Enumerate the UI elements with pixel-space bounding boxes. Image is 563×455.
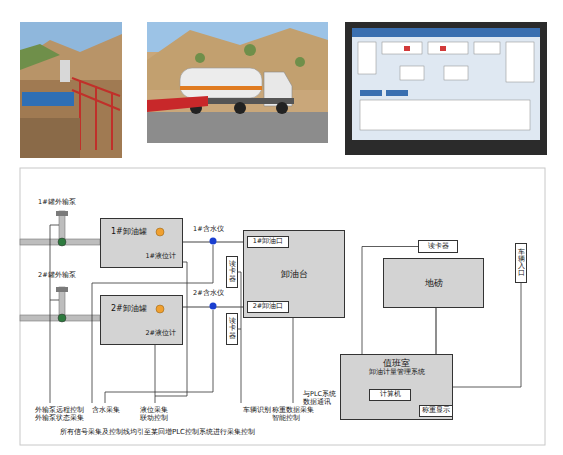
photo-frame [20,22,122,158]
node-box: 计算机 [369,389,411,401]
node-box: 1#卸油口 [247,236,289,248]
tree [295,57,305,67]
truck-stripe [180,86,262,90]
annotation-label: 1#含水仪 [193,226,224,234]
water-meter [210,238,217,245]
node-title: 读卡器 [229,261,236,282]
screen [352,28,540,140]
node-title: 1#卸油罐 [111,227,147,236]
node-subtitle: 2#液位计 [145,330,176,337]
post-box [60,60,70,82]
annotation-label: 2#含水仪 [193,290,224,298]
pump-head [56,287,68,292]
reader-box: 读卡器 [226,313,238,345]
pipe [20,239,100,245]
node-box: 2#卸油口 [247,301,289,313]
truck-tank [180,68,262,98]
screen-bar [352,28,540,37]
annotation-label: 2#罐外输泵 [38,272,76,280]
annotation-label: 1#罐外输泵 [38,199,76,207]
blue-structure [22,92,74,106]
pump-head [56,211,68,216]
node-box: 2#卸油罐 2#液位计 [100,295,183,345]
node-title: 车辆入口 [518,249,525,278]
node-title: 1#卸油口 [253,238,284,245]
node-title: 读卡器 [428,243,449,250]
screen-button [360,90,382,96]
annotation-label: 含水采集 [92,407,120,415]
water-meter [210,303,217,310]
valve-symbol [58,314,66,322]
road [147,112,328,143]
connector [183,306,247,307]
node-title: 读卡器 [229,318,236,339]
screen-panel [444,66,468,80]
annotation-label: 液位采集 联动控制 [140,407,170,423]
level-gauge [156,228,164,236]
pipe [20,315,100,321]
screen-panel [400,66,424,80]
reader-box: 读卡器 [226,256,238,288]
node-box: 值班室卸油计量管理系统计算机称重显示 [340,354,453,420]
node-title: 2#卸油罐 [111,304,147,313]
annotation-label: 与PLC系统 数据通讯 [303,391,339,407]
node-subtitle: 1#液位计 [145,253,176,260]
ground [20,118,80,158]
node-box: 地磅 [383,258,484,308]
node-title: 2#卸油口 [253,303,284,310]
screen-table [360,100,530,130]
node-title: 计算机 [380,391,401,398]
tree [244,44,256,56]
screen-panel [474,42,500,54]
screen-panel [428,42,468,54]
annotation-label: 车辆识别 [243,407,271,415]
wire [92,245,213,403]
wheel [276,102,288,114]
red-banner [147,96,208,112]
screen-panel [358,42,376,74]
annotation-label: 称重数据采集 智能控制 [272,407,314,423]
tree [195,53,205,63]
node-box: 1#卸油罐 1#液位计 [100,218,183,268]
screen-mark [404,46,410,51]
node-title: 称重显示 [422,407,450,414]
screen-mark [440,46,446,51]
screen-button [386,90,408,96]
wire [50,225,59,403]
connector [183,241,247,242]
wheel [234,102,246,114]
screen-panel [506,42,534,82]
node-title: 值班室 [383,358,410,368]
node-box: 称重显示 [419,405,453,417]
valve-symbol [58,238,66,246]
node-box: 卸油台 1#卸油口 2#卸油口 [243,230,345,318]
node-title: 卸油台 [281,269,308,279]
reader-box: 车辆入口 [515,243,527,283]
diagram-frame [20,168,545,445]
monitor-frame [345,22,547,155]
level-gauge [156,305,164,313]
hill [20,34,122,80]
annotation-label: 外输泵远程控制 外输泵状态采集 [35,407,87,423]
wire [238,272,241,403]
node-box: 读卡器 [418,240,458,253]
node-title: 地磅 [425,278,443,288]
photo-frame [147,22,328,143]
annotation-label: 所有信号采集及控制线均引至某回增PLC控制系统进行采集控制 [60,428,255,436]
trees [20,44,60,70]
screen-panel [382,42,422,54]
wire [293,318,294,403]
node-subtitle: 卸油计量管理系统 [369,369,425,376]
